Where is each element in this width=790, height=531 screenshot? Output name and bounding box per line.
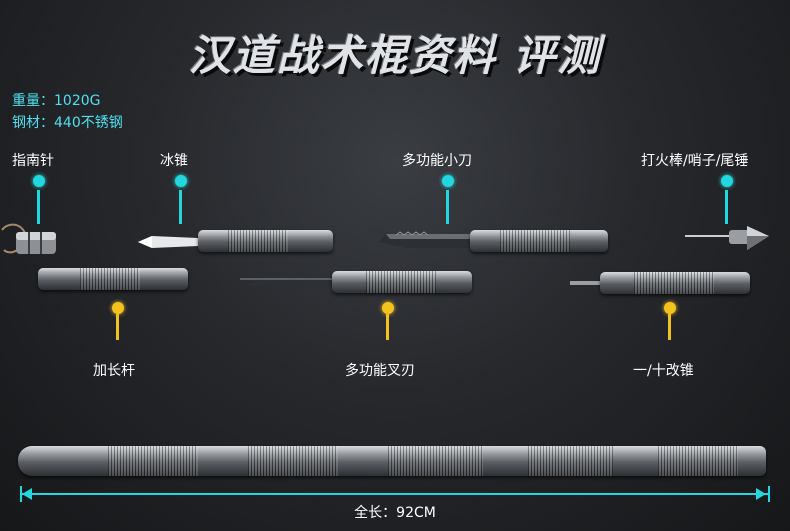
knife-grip [500, 230, 570, 252]
ice-pick-grip [228, 230, 288, 252]
length-dimension-line [20, 493, 770, 495]
screwdriver-grip [634, 272, 714, 294]
baton-grip-3 [388, 446, 483, 476]
baton-grip-1 [108, 446, 198, 476]
callout-dot-screwdriver [664, 302, 676, 314]
fork-knife-rod [332, 271, 472, 293]
page-title: 汉道战术棍资料 评测 [188, 31, 602, 80]
callout-dot-extension [112, 302, 124, 314]
callout-dot-fork-knife [382, 302, 394, 314]
callout-line-ice-pick [179, 190, 182, 224]
callout-dot-ice-pick [175, 175, 187, 187]
callout-dot-compass [33, 175, 45, 187]
ice-pick-rod [198, 230, 333, 252]
label-fork-knife: 多功能叉刃 [345, 363, 415, 379]
dimension-arrow-right [756, 488, 766, 500]
extension-rod [38, 268, 188, 290]
dimension-cap-right [768, 486, 770, 502]
callout-line-screwdriver [668, 314, 671, 340]
baton-grip-4 [528, 446, 613, 476]
baton-grip-2 [248, 446, 338, 476]
callout-line-knife [446, 190, 449, 224]
fork-knife-grip [366, 271, 436, 293]
fork-blade [240, 278, 336, 286]
compass-cap-image [1, 223, 56, 254]
fire-starter-hammer [685, 226, 769, 250]
label-knife: 多功能小刀 [402, 153, 472, 169]
screwdriver-rod [600, 272, 750, 294]
spec-weight: 重量：1020G [12, 93, 101, 109]
label-ice-pick: 冰锥 [160, 153, 188, 169]
label-extension: 加长杆 [93, 363, 135, 379]
callout-line-fork-knife [386, 314, 389, 340]
total-length-label: 全长：92CM [354, 505, 436, 521]
label-fire-starter: 打火棒/哨子/尾锤 [641, 153, 749, 169]
callout-dot-fire-starter [721, 175, 733, 187]
dimension-arrow-left [22, 488, 32, 500]
ice-pick-tip [138, 236, 198, 248]
assembled-baton [18, 446, 766, 476]
extension-grip [80, 268, 140, 290]
baton-grip-5 [658, 446, 738, 476]
label-compass: 指南针 [12, 153, 54, 169]
knife-rod [470, 230, 608, 252]
callout-line-compass [37, 190, 40, 224]
callout-dot-knife [442, 175, 454, 187]
callout-line-extension [116, 314, 119, 340]
spec-steel: 钢材：440不锈钢 [12, 115, 123, 131]
label-screwdriver: 一/十改锥 [633, 363, 694, 379]
callout-line-fire-starter [725, 190, 728, 224]
knife-blade [378, 231, 476, 248]
dimension-cap-left [20, 486, 22, 502]
screwdriver-bit [570, 281, 602, 285]
